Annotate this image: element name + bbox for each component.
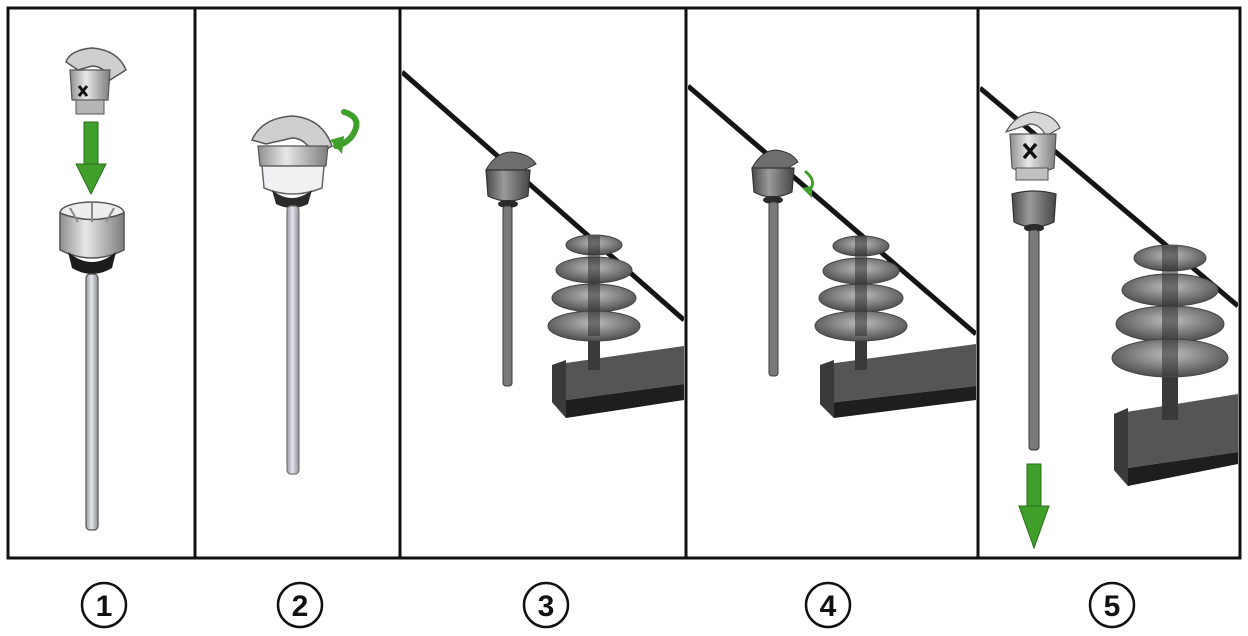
crossarm-icon [552,346,684,418]
rod-icon [1028,229,1040,451]
outer-frame [6,6,1242,560]
step-number: 4 [820,590,837,623]
crossarm-icon [1114,394,1238,486]
panel-4 [688,84,976,418]
clamp-head-icon [250,115,333,167]
rod-icon [286,205,300,475]
power-line-icon [402,70,684,322]
step-number: 5 [1104,590,1121,623]
panel-5 [980,86,1238,550]
step-number: 3 [538,590,555,623]
step-label-3: 3 [522,581,570,629]
step-number: 2 [292,590,309,623]
panel-3 [402,70,684,418]
step-label-5: 5 [1088,581,1136,629]
step-number: 1 [96,590,113,623]
sensor-base-icon [261,165,325,208]
clamp-head-icon [485,151,537,208]
rotate-arrow-icon [330,109,360,154]
insulator-icon [1111,244,1229,420]
rod-icon [85,273,99,531]
power-line-icon [688,84,976,336]
clamp-head-icon [65,47,127,115]
rod-icon [502,205,513,387]
arrow-down-icon [75,121,107,196]
insulator-icon [814,235,908,370]
step-label-4: 4 [804,581,852,629]
rod-icon [768,201,779,377]
clamp-head-icon [751,149,799,204]
panel-1 [59,47,127,531]
arrow-down-icon [1018,463,1050,550]
step-label-2: 2 [276,581,324,629]
step-label-1: 1 [80,581,128,629]
insulator-icon [547,234,641,370]
clamp-head-icon [1004,111,1061,181]
rotate-arrow-icon [802,170,814,198]
sensor-base-icon [59,201,125,274]
panel-2 [250,109,360,475]
sensor-base-icon [1011,190,1057,232]
crossarm-icon [820,344,976,418]
